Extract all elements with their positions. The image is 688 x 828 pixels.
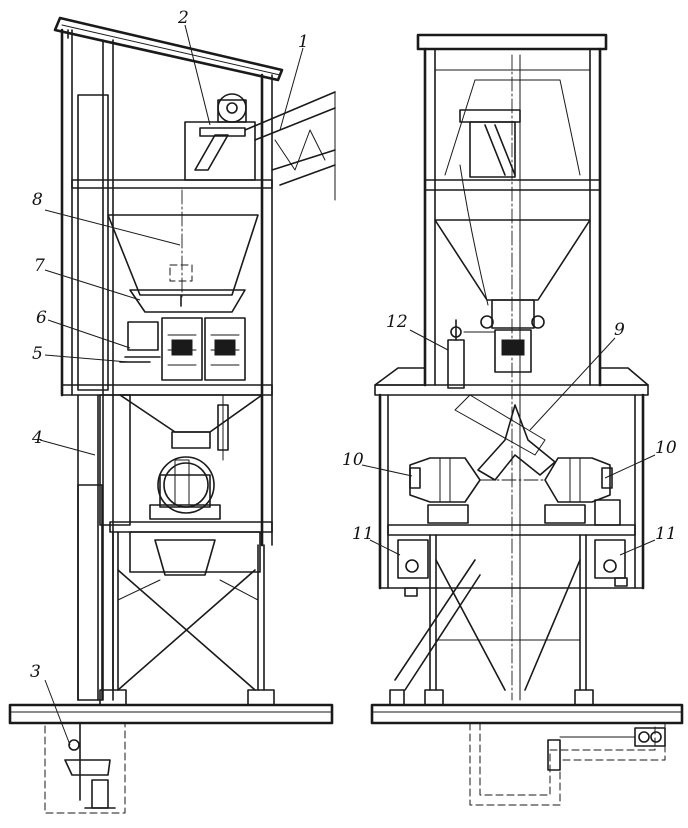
callout-10-right: 10 [655, 438, 677, 458]
right-elevation-view [370, 33, 684, 806]
left-drive-unit [184, 93, 256, 181]
left-mixer [119, 394, 263, 520]
left-elevation-view [8, 16, 336, 814]
right-mixer-housing [374, 367, 649, 590]
callout-4: 4 [32, 428, 43, 448]
leader-lines [39, 24, 656, 746]
right-mixers [409, 394, 621, 526]
left-dosers [119, 289, 246, 381]
callout-8: 8 [32, 190, 43, 210]
callout-5: 5 [32, 344, 43, 364]
callout-1: 1 [298, 32, 309, 52]
left-ground-slab [8, 703, 334, 725]
left-pit [44, 722, 126, 814]
right-top-drive [444, 54, 581, 701]
callout-11-left: 11 [352, 524, 374, 544]
right-support-legs [389, 534, 594, 706]
callout-7: 7 [34, 256, 45, 276]
right-hopper [434, 164, 591, 373]
callout-11-right: 11 [655, 524, 677, 544]
callout-6: 6 [36, 308, 47, 328]
callout-3: 3 [30, 662, 41, 682]
callout-12: 12 [386, 312, 408, 332]
right-weigher [447, 319, 496, 389]
left-roof [53, 16, 284, 82]
callout-2: 2 [178, 8, 189, 28]
right-pit [469, 722, 666, 806]
left-conveyor [244, 91, 336, 201]
right-top-frame [416, 33, 608, 387]
callout-10-left: 10 [342, 450, 364, 470]
callout-9: 9 [614, 320, 625, 340]
left-shaft [77, 39, 131, 701]
right-ground-slab [370, 703, 684, 725]
left-support-frame [99, 531, 275, 706]
left-upper-housing [60, 28, 273, 547]
right-motors [397, 539, 628, 597]
left-hopper [107, 189, 259, 307]
